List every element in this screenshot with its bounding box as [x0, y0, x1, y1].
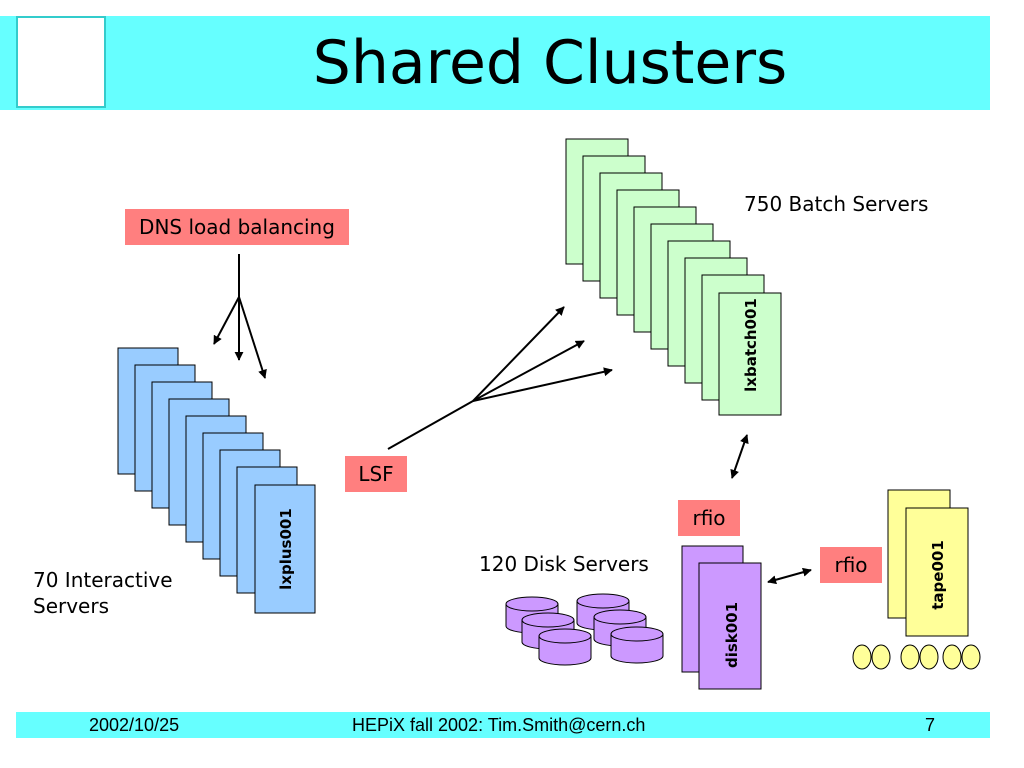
- tape-cartridge: [852, 644, 872, 670]
- footer-bar: [16, 712, 990, 738]
- lsf-label: LSF: [345, 456, 407, 492]
- disk-server-name: disk001: [723, 602, 741, 668]
- tape-cartridge: [919, 644, 939, 670]
- footer-author: HEPiX fall 2002: Tim.Smith@cern.ch: [352, 715, 646, 735]
- rfio-tape-label: rfio: [820, 547, 882, 583]
- page-number: 7: [925, 715, 936, 735]
- tape-cartridge: [900, 644, 920, 670]
- dns-arrows: [213, 254, 267, 379]
- tape-cartridge: [942, 644, 962, 670]
- disk-servers-label: 120 Disk Servers: [479, 552, 649, 576]
- tape-cartridge: [871, 644, 891, 670]
- tape-cartridges: [852, 644, 981, 670]
- title-bar: [0, 16, 990, 110]
- interactive-servers-label-line1: 70 Interactive: [33, 568, 173, 592]
- disk-cylinders: [505, 593, 664, 666]
- batch-disk-arrow: [730, 434, 749, 479]
- disk-cylinder: [538, 628, 592, 666]
- rfio-disk-label: rfio: [678, 500, 740, 536]
- tape-cartridge: [961, 644, 981, 670]
- interactive-servers-label-line2: Servers: [33, 594, 110, 618]
- disk-cylinder: [610, 626, 664, 664]
- footer-date: 2002/10/25: [89, 715, 180, 735]
- batch-servers-label: 750 Batch Servers: [744, 192, 929, 216]
- batch-server-name: lxbatch001: [742, 298, 760, 392]
- dns-load-balancing-label: DNS load balancing: [125, 209, 349, 245]
- lsf-arrows: [387, 306, 613, 450]
- disk-server-stack: disk001: [681, 545, 762, 690]
- disk-tape-arrow: [767, 567, 812, 585]
- title-logo-square: [16, 16, 106, 108]
- interactive-server-stack: lxplus001: [117, 347, 316, 614]
- tape-server-stack: tape001: [887, 489, 969, 637]
- tape-server-name: tape001: [929, 540, 947, 610]
- batch-server-stack: lxbatch001: [565, 138, 782, 416]
- interactive-server-name: lxplus001: [277, 508, 295, 590]
- slide-title: Shared Clusters: [312, 28, 788, 98]
